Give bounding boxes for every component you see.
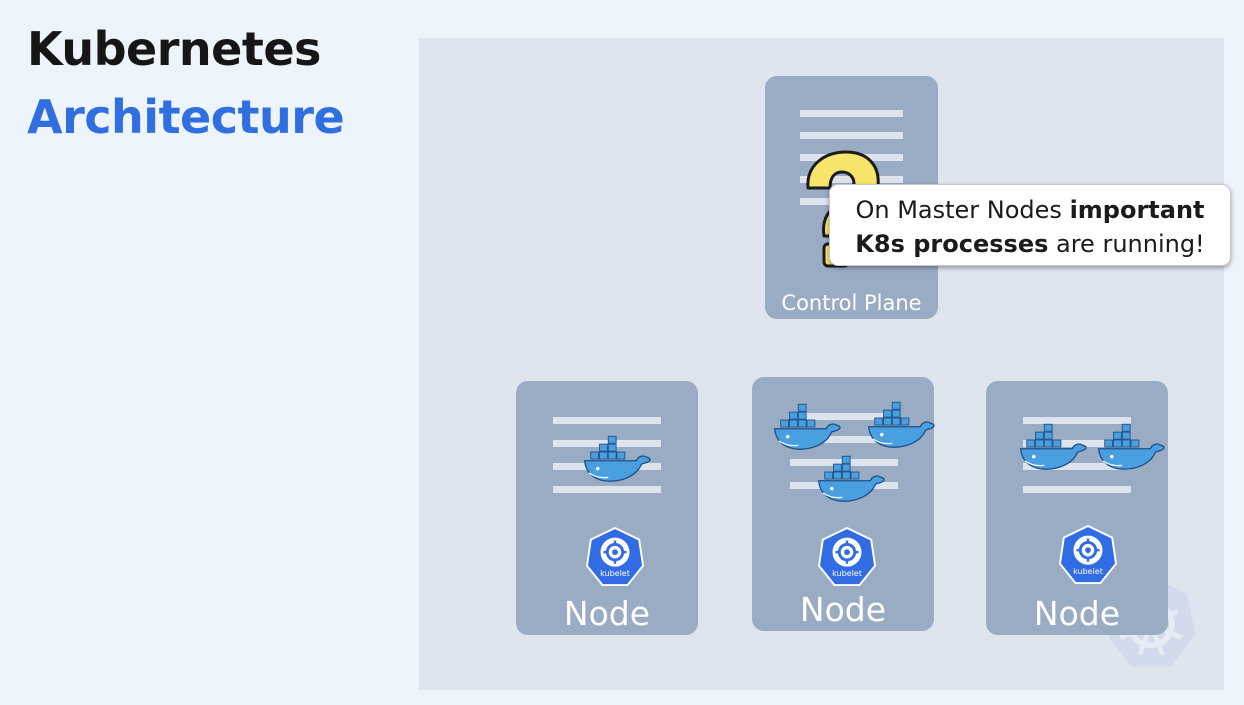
kubelet-icon: kubelet — [818, 527, 876, 587]
text-line — [553, 486, 661, 493]
text-line — [800, 176, 903, 183]
text-line — [790, 413, 898, 420]
control-plane-label: Control Plane — [781, 291, 922, 315]
docker-whale-icon — [1018, 421, 1088, 473]
text-line — [1023, 486, 1131, 493]
text-line — [800, 110, 903, 117]
docker-whale-icon — [582, 433, 652, 485]
callout-text-part2: are running! — [1048, 230, 1205, 258]
callout-text-part1: On Master Nodes — [855, 196, 1070, 224]
kubelet-label: kubelet — [600, 569, 630, 578]
title-architecture: Architecture — [27, 90, 345, 144]
info-callout: On Master Nodes important K8s processes … — [829, 184, 1231, 266]
text-line — [1023, 463, 1131, 470]
text-line — [800, 132, 903, 139]
worker-node-box: kubelet Node — [516, 381, 698, 635]
title-kubernetes: Kubernetes — [27, 22, 321, 76]
kubelet-label: kubelet — [1073, 567, 1103, 576]
docker-whale-icon — [1096, 421, 1166, 473]
kubelet-icon: kubelet — [1059, 525, 1117, 585]
node-label: Node — [799, 590, 887, 629]
text-line — [1023, 417, 1131, 424]
text-line — [553, 417, 661, 424]
text-line — [790, 436, 898, 443]
text-line — [1023, 440, 1131, 447]
kubelet-label: kubelet — [832, 569, 862, 578]
callout-text-bold2: K8s processes — [855, 230, 1049, 258]
node-label: Node — [1033, 594, 1121, 633]
callout-text: On Master Nodes important K8s processes … — [830, 193, 1230, 261]
docker-whale-icon — [772, 401, 842, 453]
docker-whale-icon — [816, 453, 886, 505]
text-line — [553, 440, 661, 447]
worker-node-box: kubelet Node — [986, 381, 1168, 635]
worker-node-box: kubelet Node — [752, 377, 934, 631]
kubelet-icon: kubelet — [586, 527, 644, 587]
callout-text-bold1: important — [1069, 196, 1205, 224]
node-label: Node — [563, 594, 651, 633]
docker-whale-icon — [866, 399, 936, 451]
